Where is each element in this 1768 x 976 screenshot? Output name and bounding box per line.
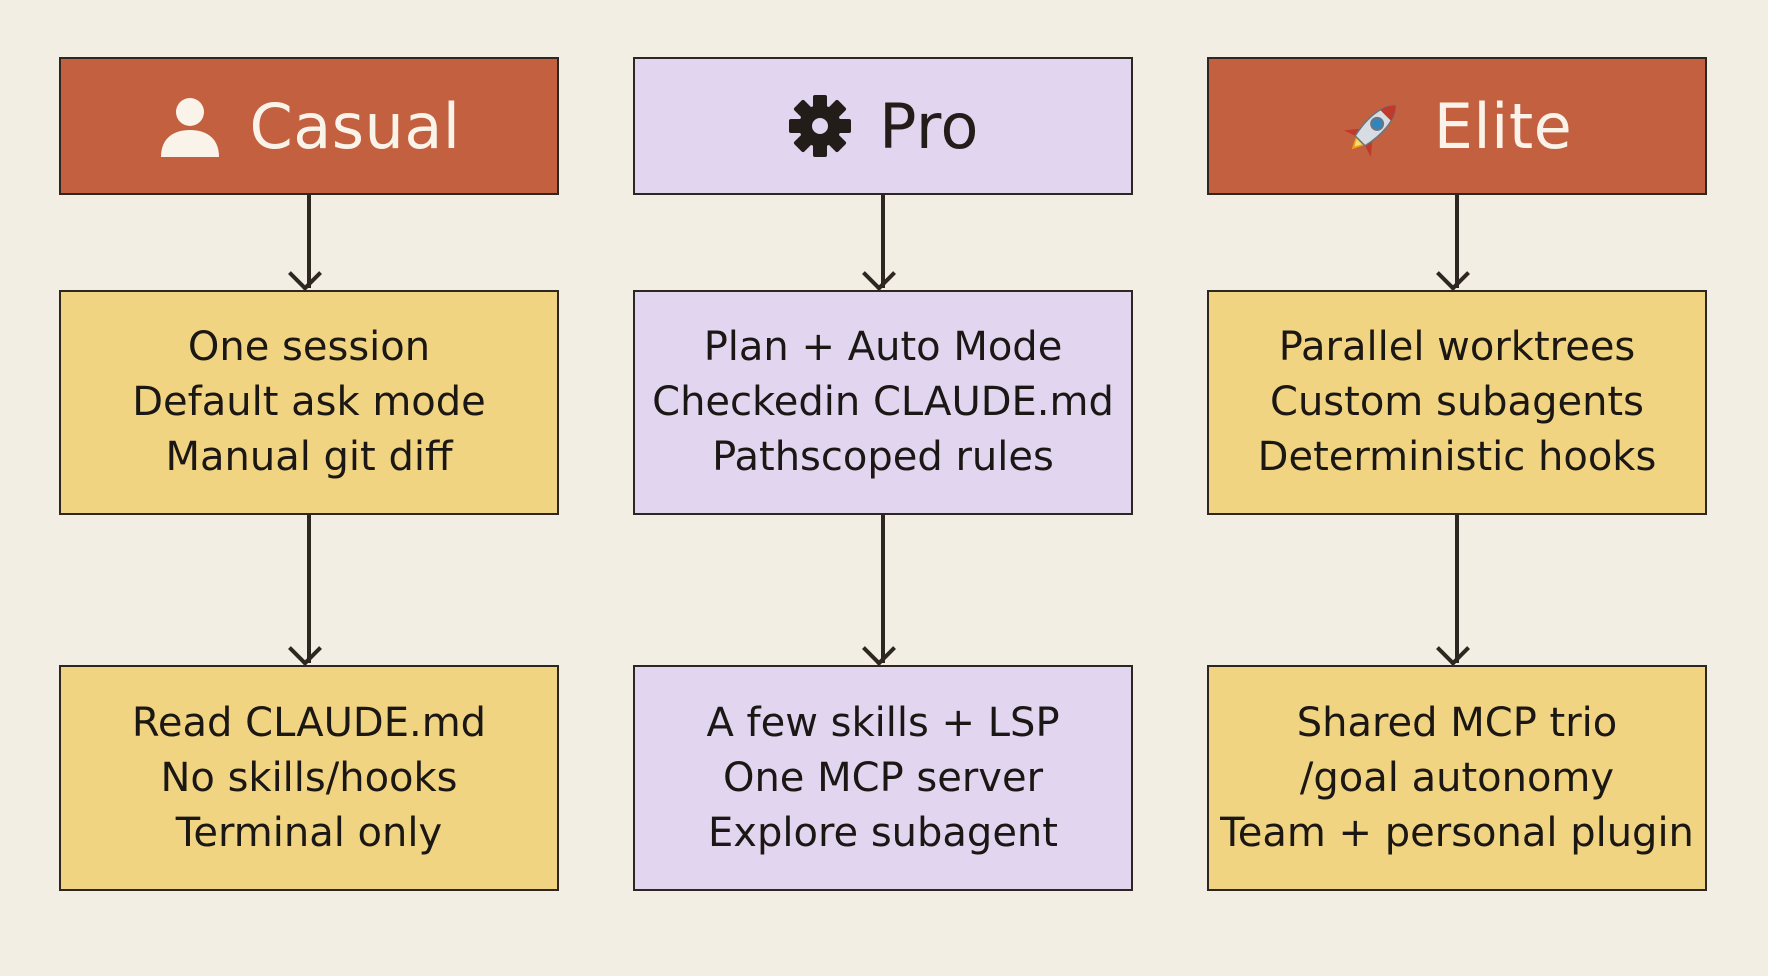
stage-item: /goal autonomy [1299,754,1615,801]
stage-item: Default ask mode [132,379,486,425]
header-elite: Elite [1207,57,1707,195]
column-elite: Elite Parallel worktrees Custom subagent… [1207,0,1711,976]
column-title: Elite [1433,89,1573,163]
stage-box: Read CLAUDE.md No skills/hooks Terminal … [59,665,559,891]
flow-arrow [1455,515,1459,663]
stage-box: Shared MCP trio /goal autonomy Team + pe… [1207,665,1707,891]
column-title: Casual [249,89,461,163]
stage-box: Plan + Auto Mode Checkedin CLAUDE.md Pat… [633,290,1133,515]
stage-item: A few skills + LSP [706,699,1060,746]
flow-arrow [1455,195,1459,288]
stage-item: Read CLAUDE.md [131,699,487,746]
stage-box: One session Default ask mode Manual git … [59,290,559,515]
stage-item: Shared MCP trio [1296,699,1618,746]
stage-item: Team + personal plugin [1220,809,1694,856]
flow-arrow [307,515,311,663]
stage-item: One MCP server [722,754,1044,801]
header-casual: Casual [59,57,559,195]
header-pro: Pro [633,57,1133,195]
gear-icon [787,93,853,159]
flow-arrow [881,195,885,288]
stage-box: Parallel worktrees Custom subagents Dete… [1207,290,1707,515]
stage-box: A few skills + LSP One MCP server Explor… [633,665,1133,891]
stage-item: Custom subagents [1270,379,1644,425]
stage-item: Terminal only [175,809,443,856]
rocket-icon [1342,93,1408,159]
stage-item: One session [187,324,431,370]
column-title: Pro [879,89,979,163]
stage-item: Manual git diff [165,434,453,480]
stage-item: Plan + Auto Mode [703,324,1063,370]
stage-item: Explore subagent [708,809,1058,856]
person-icon [157,93,223,159]
column-pro: Pro Plan + Auto Mode Checkedin CLAUDE.md… [633,0,1137,976]
column-casual: Casual One session Default ask mode Manu… [59,0,563,976]
flow-arrow [881,515,885,663]
stage-item: Checkedin CLAUDE.md [652,379,1114,425]
stage-item: No skills/hooks [160,754,458,801]
stage-item: Deterministic hooks [1257,434,1657,480]
stage-item: Pathscoped rules [712,434,1054,480]
stage-item: Parallel worktrees [1278,324,1636,370]
flow-arrow [307,195,311,288]
